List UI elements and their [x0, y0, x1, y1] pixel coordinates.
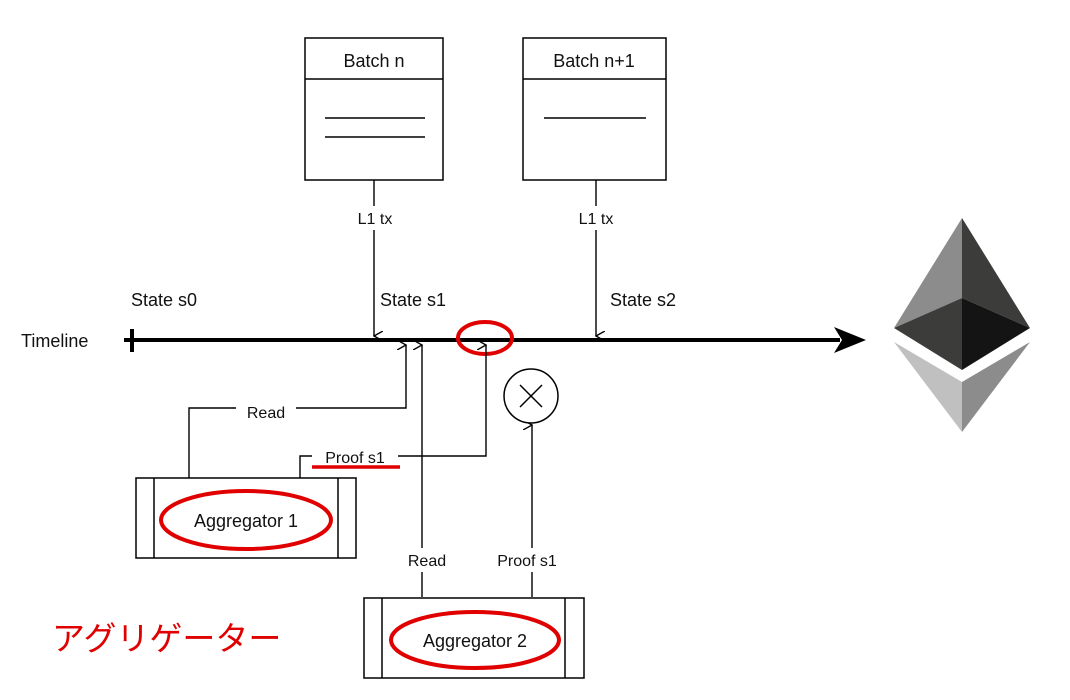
- ethereum-logo-icon: [894, 218, 1030, 432]
- highlight-ellipse-timeline: [456, 320, 514, 356]
- batch-n1-box: Batch n+1: [522, 37, 667, 181]
- state-s2-label: State s2: [610, 290, 676, 310]
- aggregator1-read-connector: [188, 345, 406, 478]
- aggregator1-name: Aggregator 1: [194, 511, 298, 531]
- timeline-label: Timeline: [21, 331, 88, 351]
- state-s0-label: State s0: [131, 290, 197, 310]
- rejected-proof-icon: [503, 368, 559, 424]
- batch-n-title: Batch n: [343, 51, 404, 71]
- highlight-ellipse-aggregator2: [389, 610, 561, 670]
- aggregator2-proof-label: Proof s1: [497, 553, 557, 570]
- aggregator1-proof-label: Proof s1: [325, 450, 385, 467]
- aggregator1-read-label: Read: [247, 405, 285, 422]
- batch-n-box: Batch n: [304, 37, 444, 181]
- highlight-ellipse-aggregator1: [159, 489, 333, 551]
- l1-tx-label-1: L1 tx: [358, 211, 393, 228]
- batch-n1-title: Batch n+1: [553, 51, 635, 71]
- aggregator2-read-label: Read: [408, 553, 446, 570]
- l1-tx-label-2: L1 tx: [579, 211, 614, 228]
- annotation-aggregator-jp: アグリゲーター: [52, 619, 281, 658]
- timeline-axis: [124, 327, 866, 353]
- state-s1-label: State s1: [380, 290, 446, 310]
- aggregator2-name: Aggregator 2: [423, 631, 527, 651]
